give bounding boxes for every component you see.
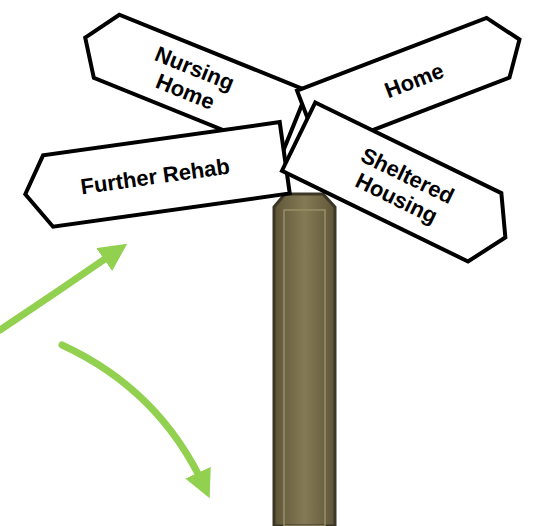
sign-label: Further Rehab — [79, 153, 231, 199]
sign-label: Nursing Home — [125, 34, 255, 125]
post-face — [284, 210, 325, 526]
direction-sign: Further Rehab — [17, 119, 293, 234]
sign-label: Sheltered Housing — [333, 136, 472, 238]
post — [274, 194, 335, 526]
green-arrow — [62, 345, 205, 488]
sign-shape — [282, 102, 522, 271]
sign-shape — [20, 122, 289, 230]
sign-label: Home — [381, 57, 447, 102]
sign-text-holder: Further Rehab — [17, 119, 293, 234]
green-arrow — [0, 250, 118, 330]
